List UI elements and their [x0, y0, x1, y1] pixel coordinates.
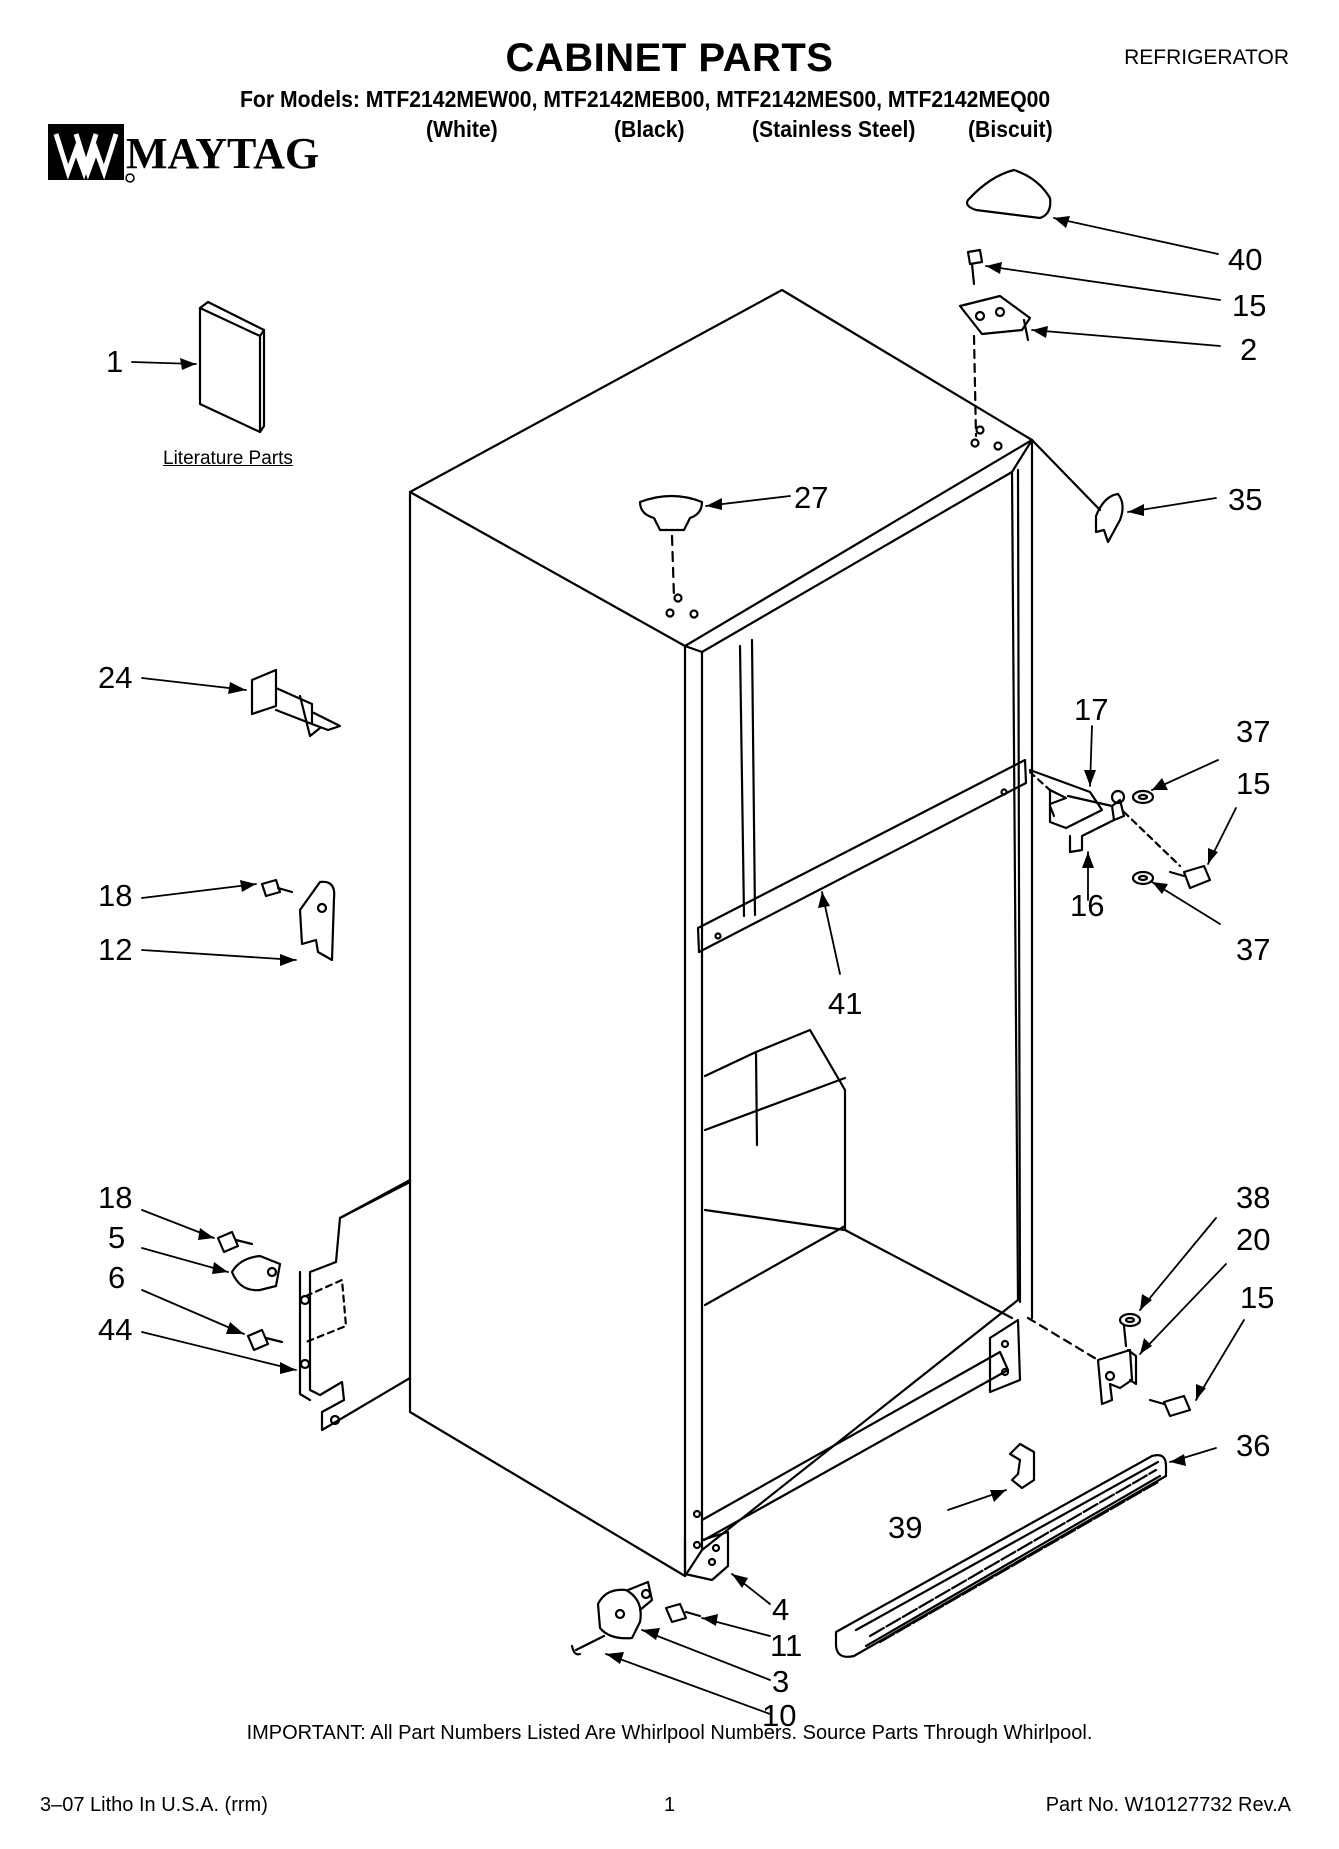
foot-screw: [664, 1602, 702, 1624]
callout-4: 4: [772, 1592, 790, 1627]
important-notice: IMPORTANT: All Part Numbers Listed Are W…: [246, 1722, 1093, 1744]
callout-15-center: 15: [1236, 766, 1271, 801]
grille-clip: [1008, 1442, 1036, 1490]
lower-screw-18: [216, 1230, 254, 1254]
lower-screw-6: [246, 1328, 284, 1352]
lower-hinge: [1096, 1348, 1134, 1406]
callout-18-upper: 18: [98, 878, 133, 913]
cabinet-top-face: [408, 288, 1034, 648]
model-list: For Models: MTF2142MEW00, MTF2142MEB00, …: [240, 86, 1051, 112]
callout-36: 36: [1236, 1428, 1271, 1463]
lower-hinge-screw: [1148, 1394, 1192, 1418]
cabinet-front-frame: [683, 644, 704, 1578]
part-number: Part No. W10127732 Rev.A: [1045, 1794, 1291, 1816]
finish-label-stainless: (Stainless Steel): [752, 116, 916, 142]
top-cap: [638, 494, 704, 532]
print-info: 3–07 Litho In U.S.A. (rrm): [40, 1794, 268, 1816]
callout-40: 40: [1228, 242, 1263, 277]
literature-parts-label: Literature Parts: [163, 448, 293, 469]
top-hinge: [958, 294, 1032, 336]
toe-grille: [834, 1454, 1168, 1658]
finish-label-white: (White): [426, 116, 498, 142]
callout-39: 39: [888, 1510, 923, 1545]
cabinet-left-side: [408, 490, 687, 1578]
door-stop: [250, 668, 278, 716]
callout-37-lower: 37: [1236, 932, 1271, 967]
product-category: REFRIGERATOR: [1124, 46, 1289, 69]
callout-18-lower: 18: [98, 1180, 133, 1215]
foot-pin: [570, 1634, 606, 1656]
hinge-cover: [965, 168, 1052, 220]
center-hinge-bracket: [1028, 768, 1104, 830]
callout-16: 16: [1070, 888, 1105, 923]
callout-35: 35: [1228, 482, 1263, 517]
upper-bracket-screw: [260, 878, 294, 898]
leveling-foot: [596, 1588, 642, 1640]
callout-44: 44: [98, 1312, 133, 1347]
callout-37-upper: 37: [1236, 714, 1271, 749]
callout-17: 17: [1074, 692, 1109, 727]
mullion-rail: [696, 758, 1028, 954]
callout-3: 3: [772, 1664, 790, 1699]
clip-5: [230, 1254, 282, 1292]
callout-12: 12: [98, 932, 133, 967]
callout-24: 24: [98, 660, 133, 695]
callout-2: 2: [1240, 332, 1258, 367]
callout-11: 11: [770, 1628, 803, 1663]
finish-label-biscuit: (Biscuit): [968, 116, 1053, 142]
lower-side-panel: [308, 1180, 412, 1432]
callout-5: 5: [108, 1220, 126, 1255]
center-hinge-screw: [1168, 864, 1212, 890]
bottom-corner-bracket: [683, 1530, 730, 1582]
top-hinge-screw: [966, 248, 984, 286]
callout-38: 38: [1236, 1180, 1271, 1215]
callout-20: 20: [1236, 1222, 1271, 1257]
callout-6: 6: [108, 1260, 126, 1295]
hinge-shim: [1094, 492, 1124, 544]
maytag-logo-mark: [48, 124, 135, 183]
callout-15-top: 15: [1232, 288, 1267, 323]
literature-book: [198, 306, 262, 434]
callout-10: 10: [762, 1698, 797, 1733]
callout-1: 1: [106, 344, 124, 379]
callout-41: 41: [828, 986, 863, 1021]
finish-label-black: (Black): [614, 116, 685, 142]
callout-27: 27: [794, 480, 829, 515]
brand-name: MAYTAG: [126, 129, 320, 178]
upper-bracket: [298, 880, 336, 962]
callout-15-lower: 15: [1240, 1280, 1275, 1315]
page-number: 1: [664, 1794, 676, 1816]
page-title: CABINET PARTS: [505, 36, 834, 80]
